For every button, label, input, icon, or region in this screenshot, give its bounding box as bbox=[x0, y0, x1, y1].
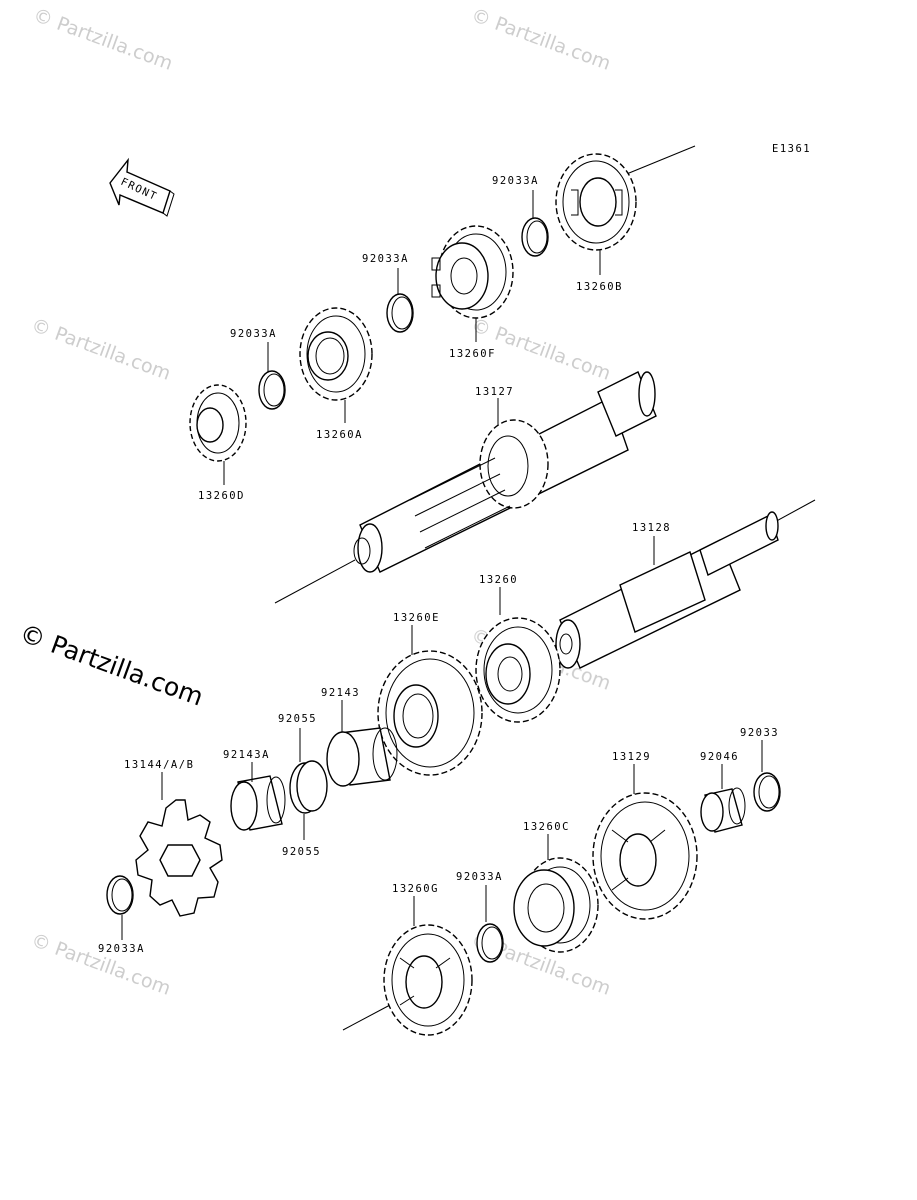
part-label-13260B: 13260B bbox=[576, 281, 623, 293]
circlip-92033A-left bbox=[258, 370, 286, 410]
collar-92143 bbox=[326, 727, 398, 787]
axis-line bbox=[274, 559, 356, 604]
part-label-13260F: 13260F bbox=[449, 348, 496, 360]
gear-13260A bbox=[299, 307, 373, 401]
part-label-13129: 13129 bbox=[612, 751, 651, 763]
part-label-92046: 92046 bbox=[700, 751, 739, 763]
part-label-13127: 13127 bbox=[475, 386, 514, 398]
gear-13260 bbox=[475, 617, 561, 723]
watermark-main: © Partzilla.com bbox=[16, 618, 207, 711]
gear-13260C bbox=[513, 857, 599, 953]
gear-13260G bbox=[383, 924, 473, 1036]
part-label-13260: 13260 bbox=[479, 574, 518, 586]
part-label-92055-bottom: 92055 bbox=[282, 846, 321, 858]
part-label-92033A-lower: 92033A bbox=[456, 871, 503, 883]
watermark-text: © Partzilla.com bbox=[30, 4, 175, 75]
o-ring-92055 bbox=[289, 760, 328, 814]
part-label-13260E: 13260E bbox=[393, 612, 440, 624]
sprocket-13144 bbox=[135, 799, 223, 917]
part-label-13260G: 13260G bbox=[392, 883, 439, 895]
shaft-13127 bbox=[353, 371, 657, 573]
watermark-text: © Partzilla.com bbox=[468, 4, 613, 75]
part-label-13144: 13144/A/B bbox=[124, 759, 194, 771]
part-label-13260D: 13260D bbox=[198, 490, 245, 502]
needle-bearing-92046 bbox=[700, 787, 746, 833]
gear-13260B bbox=[555, 153, 637, 251]
gear-13129 bbox=[592, 792, 698, 920]
part-label-13260C: 13260C bbox=[523, 821, 570, 833]
gear-13260E bbox=[377, 650, 483, 776]
part-label-92143: 92143 bbox=[321, 687, 360, 699]
shaft-13128 bbox=[555, 511, 779, 669]
part-label-92055-top: 92055 bbox=[278, 713, 317, 725]
gear-13260F bbox=[431, 225, 514, 319]
diagram-code: E1361 bbox=[772, 143, 811, 155]
part-label-92033A-mid: 92033A bbox=[362, 253, 409, 265]
part-label-13260A: 13260A bbox=[316, 429, 363, 441]
circlip-92033 bbox=[753, 772, 781, 812]
part-label-92033: 92033 bbox=[740, 727, 779, 739]
watermark-text: © Partzilla.com bbox=[28, 929, 173, 1000]
circlip-92033A-mid bbox=[386, 293, 414, 333]
collar-92143A bbox=[230, 775, 286, 831]
part-label-92033A-left: 92033A bbox=[230, 328, 277, 340]
part-label-92033A-top: 92033A bbox=[492, 175, 539, 187]
circlip-92033A-low bbox=[106, 875, 134, 915]
part-label-92033A-low: 92033A bbox=[98, 943, 145, 955]
circlip-92033A-top bbox=[521, 217, 549, 257]
axis-line bbox=[342, 1004, 391, 1031]
part-label-92143A: 92143A bbox=[223, 749, 270, 761]
front-arrow-icon: FRONT bbox=[109, 157, 175, 217]
watermark-text: © Partzilla.com bbox=[28, 314, 173, 385]
circlip-92033A-lower bbox=[476, 923, 504, 963]
gear-13260D bbox=[189, 384, 247, 462]
part-label-13128: 13128 bbox=[632, 522, 671, 534]
